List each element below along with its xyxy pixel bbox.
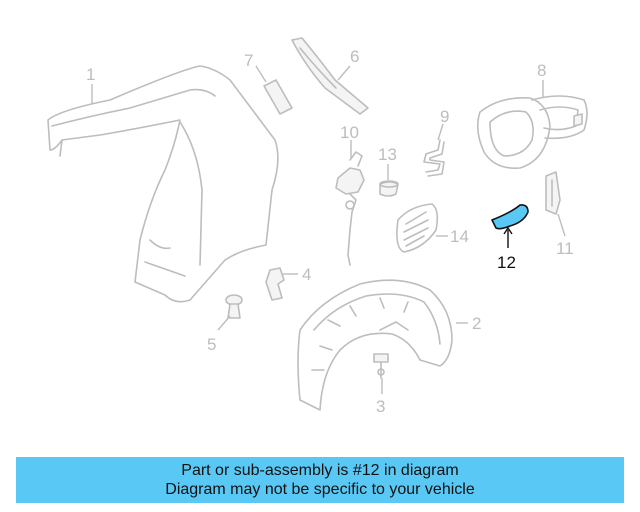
callout-4: 4 bbox=[302, 265, 311, 284]
callout-1: 1 bbox=[86, 65, 95, 84]
part-8-fuel-door bbox=[476, 95, 588, 169]
part-5-push-pin bbox=[225, 294, 243, 319]
callout-13: 13 bbox=[378, 145, 397, 164]
parts-diagram: 1 2 3 4 5 6 7 8 9 10 11 12 13 14 bbox=[47, 37, 588, 416]
banner-line-1: Part or sub-assembly is #12 in diagram bbox=[181, 462, 459, 479]
callout-14: 14 bbox=[450, 227, 469, 246]
callout-7: 7 bbox=[244, 51, 253, 70]
leader-lines bbox=[91, 65, 566, 394]
banner-line-2: Diagram may not be specific to your vehi… bbox=[165, 481, 475, 498]
callout-8: 8 bbox=[537, 61, 546, 80]
part-9-spring bbox=[423, 139, 445, 177]
part-4-fastener bbox=[265, 267, 285, 301]
callout-12: 12 bbox=[497, 253, 516, 272]
part-14-vent bbox=[396, 203, 439, 253]
info-banner: Part or sub-assembly is #12 in diagram D… bbox=[16, 457, 624, 503]
callout-5: 5 bbox=[207, 335, 216, 354]
part-13-grommet bbox=[379, 180, 399, 197]
part-11-bracket bbox=[545, 171, 561, 215]
part-7-clip bbox=[263, 79, 293, 115]
callout-2: 2 bbox=[472, 314, 481, 333]
part-1-quarter-panel bbox=[47, 65, 279, 303]
part-3-bolt bbox=[373, 353, 389, 379]
callout-6: 6 bbox=[350, 47, 359, 66]
callout-9: 9 bbox=[440, 107, 449, 126]
part-2-wheelhouse-liner bbox=[297, 279, 453, 411]
callout-10: 10 bbox=[340, 123, 359, 142]
callout-11: 11 bbox=[556, 239, 574, 258]
callout-3: 3 bbox=[376, 397, 385, 416]
part-6-trim-strip bbox=[291, 37, 369, 115]
part-10-latch bbox=[335, 151, 365, 266]
part-12-hose bbox=[491, 204, 529, 230]
